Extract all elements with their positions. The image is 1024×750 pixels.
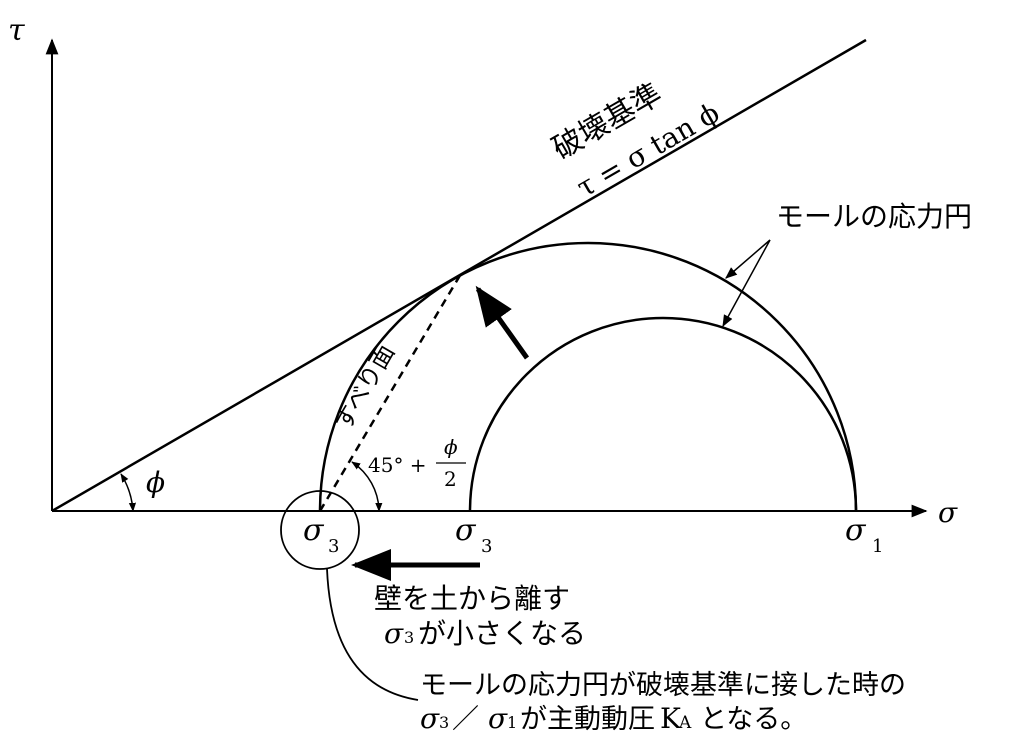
annotation-sigma3-main: σ bbox=[384, 617, 404, 650]
sigma-axis-label: σ bbox=[938, 496, 958, 529]
sigma3-highlight-circle bbox=[280, 490, 360, 570]
sigma3-right-sub: 3 bbox=[481, 536, 492, 557]
sigma3-left-main: σ bbox=[303, 513, 325, 548]
annotation2-ending: となる。 bbox=[700, 704, 807, 735]
tau-axis-label: τ bbox=[8, 13, 25, 48]
slip-plane-line bbox=[318, 271, 464, 512]
slip-angle-arc bbox=[351, 461, 383, 512]
annotation2-sigma3-main: σ bbox=[420, 702, 440, 735]
slip-angle-numerator: ϕ bbox=[444, 435, 458, 459]
mohr-circle-large bbox=[318, 241, 858, 512]
annotation-wall-away: 壁を土から離す bbox=[374, 582, 570, 615]
annotation2-ka-main: K bbox=[660, 702, 682, 735]
sigma1-sub: 1 bbox=[872, 536, 883, 557]
annotation2-sigma1-main: σ bbox=[488, 702, 508, 735]
mohr-pointer-small bbox=[722, 239, 771, 328]
annotation-tangent-condition: モールの応力円が破壊基準に接した時の bbox=[420, 670, 906, 701]
annotation-decrease: が小さくなる bbox=[418, 617, 586, 650]
annotation2-slash: ／ bbox=[452, 704, 479, 735]
slip-angle-prefix: 45° + bbox=[368, 453, 427, 477]
slip-plane-label: すべり面 bbox=[329, 339, 400, 435]
phi-angle-arc bbox=[120, 473, 137, 512]
annotation2-sigma3-sub: 3 bbox=[439, 713, 449, 732]
annotation2-active-pressure: が主動動圧 bbox=[520, 704, 655, 735]
annotation-sigma3-sub: 3 bbox=[404, 628, 414, 647]
sigma3-left-sub: 3 bbox=[328, 536, 339, 557]
annotation2-ka-sub: A bbox=[678, 713, 692, 733]
mohr-circle-small bbox=[468, 316, 858, 512]
phi-angle-label: ϕ bbox=[146, 466, 165, 499]
mohr-circle-label: モールの応力円 bbox=[776, 200, 972, 233]
sigma1-main: σ bbox=[845, 513, 867, 548]
mohr-pointer-large bbox=[725, 239, 771, 279]
sigma3-right-main: σ bbox=[455, 513, 477, 548]
annotation-leader-line bbox=[326, 568, 419, 701]
tangency-arrow bbox=[475, 285, 530, 360]
annotation2-sigma1-sub: 1 bbox=[507, 713, 517, 732]
slip-angle-denominator: 2 bbox=[444, 467, 457, 491]
